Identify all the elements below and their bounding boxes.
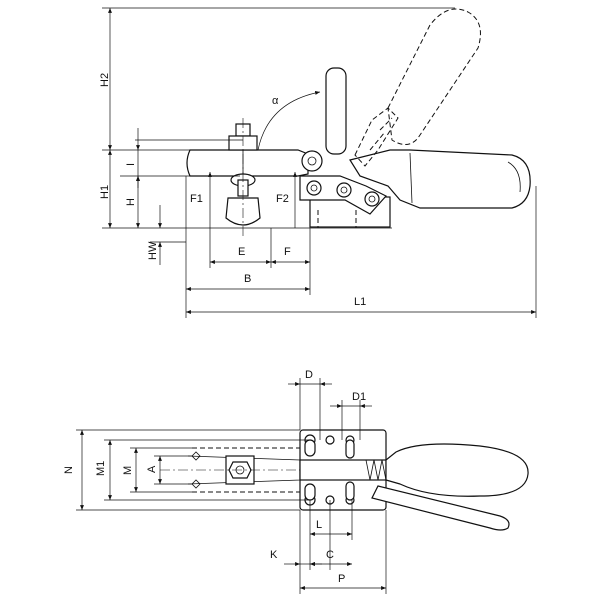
N-label: N	[63, 466, 75, 474]
handle-open-phantom	[354, 8, 481, 167]
E-label: E	[238, 246, 245, 258]
L-label: L	[316, 519, 322, 531]
alpha-label: α	[272, 95, 279, 107]
left-dimensions: N M1 M A	[63, 429, 310, 511]
handle-closed	[349, 149, 531, 209]
top-dimensions: D D1	[288, 369, 372, 440]
H1-label: H1	[99, 185, 111, 199]
M1-label: M1	[95, 461, 107, 476]
F-label: F	[284, 246, 291, 258]
force-arrows: F1 F2	[190, 172, 297, 228]
D-label: D	[305, 369, 313, 381]
handle-top	[371, 443, 529, 531]
clamping-arm-top	[160, 447, 392, 493]
A-label: A	[146, 465, 158, 473]
top-view: D D1 N M1 M A	[63, 369, 529, 594]
L1-label: L1	[354, 296, 366, 308]
raised-arm-rod	[325, 67, 347, 155]
vertical-dimensions: H2 H1 I H HW	[99, 7, 455, 265]
B-label: B	[244, 273, 251, 285]
F2-label: F2	[276, 193, 289, 205]
side-view: α F1 F2 H2 H1 I	[99, 7, 537, 318]
F1-label: F1	[190, 193, 203, 205]
H-label: H	[125, 198, 137, 206]
I-label: I	[125, 163, 137, 166]
H2-label: H2	[99, 73, 111, 87]
HW-label: HW	[147, 241, 159, 260]
spring-linkage-top	[299, 459, 387, 481]
horizontal-dimensions: E F B L1	[185, 176, 537, 318]
M-label: M	[122, 466, 134, 475]
clamping-spindle	[225, 118, 261, 236]
clamping-arm	[186, 149, 323, 177]
bottom-dimensions: L K C P	[270, 500, 387, 594]
C-label: C	[326, 549, 334, 561]
angle-alpha: α	[257, 91, 321, 151]
P-label: P	[338, 573, 345, 585]
D1-label: D1	[352, 391, 366, 403]
K-label: K	[270, 549, 278, 561]
